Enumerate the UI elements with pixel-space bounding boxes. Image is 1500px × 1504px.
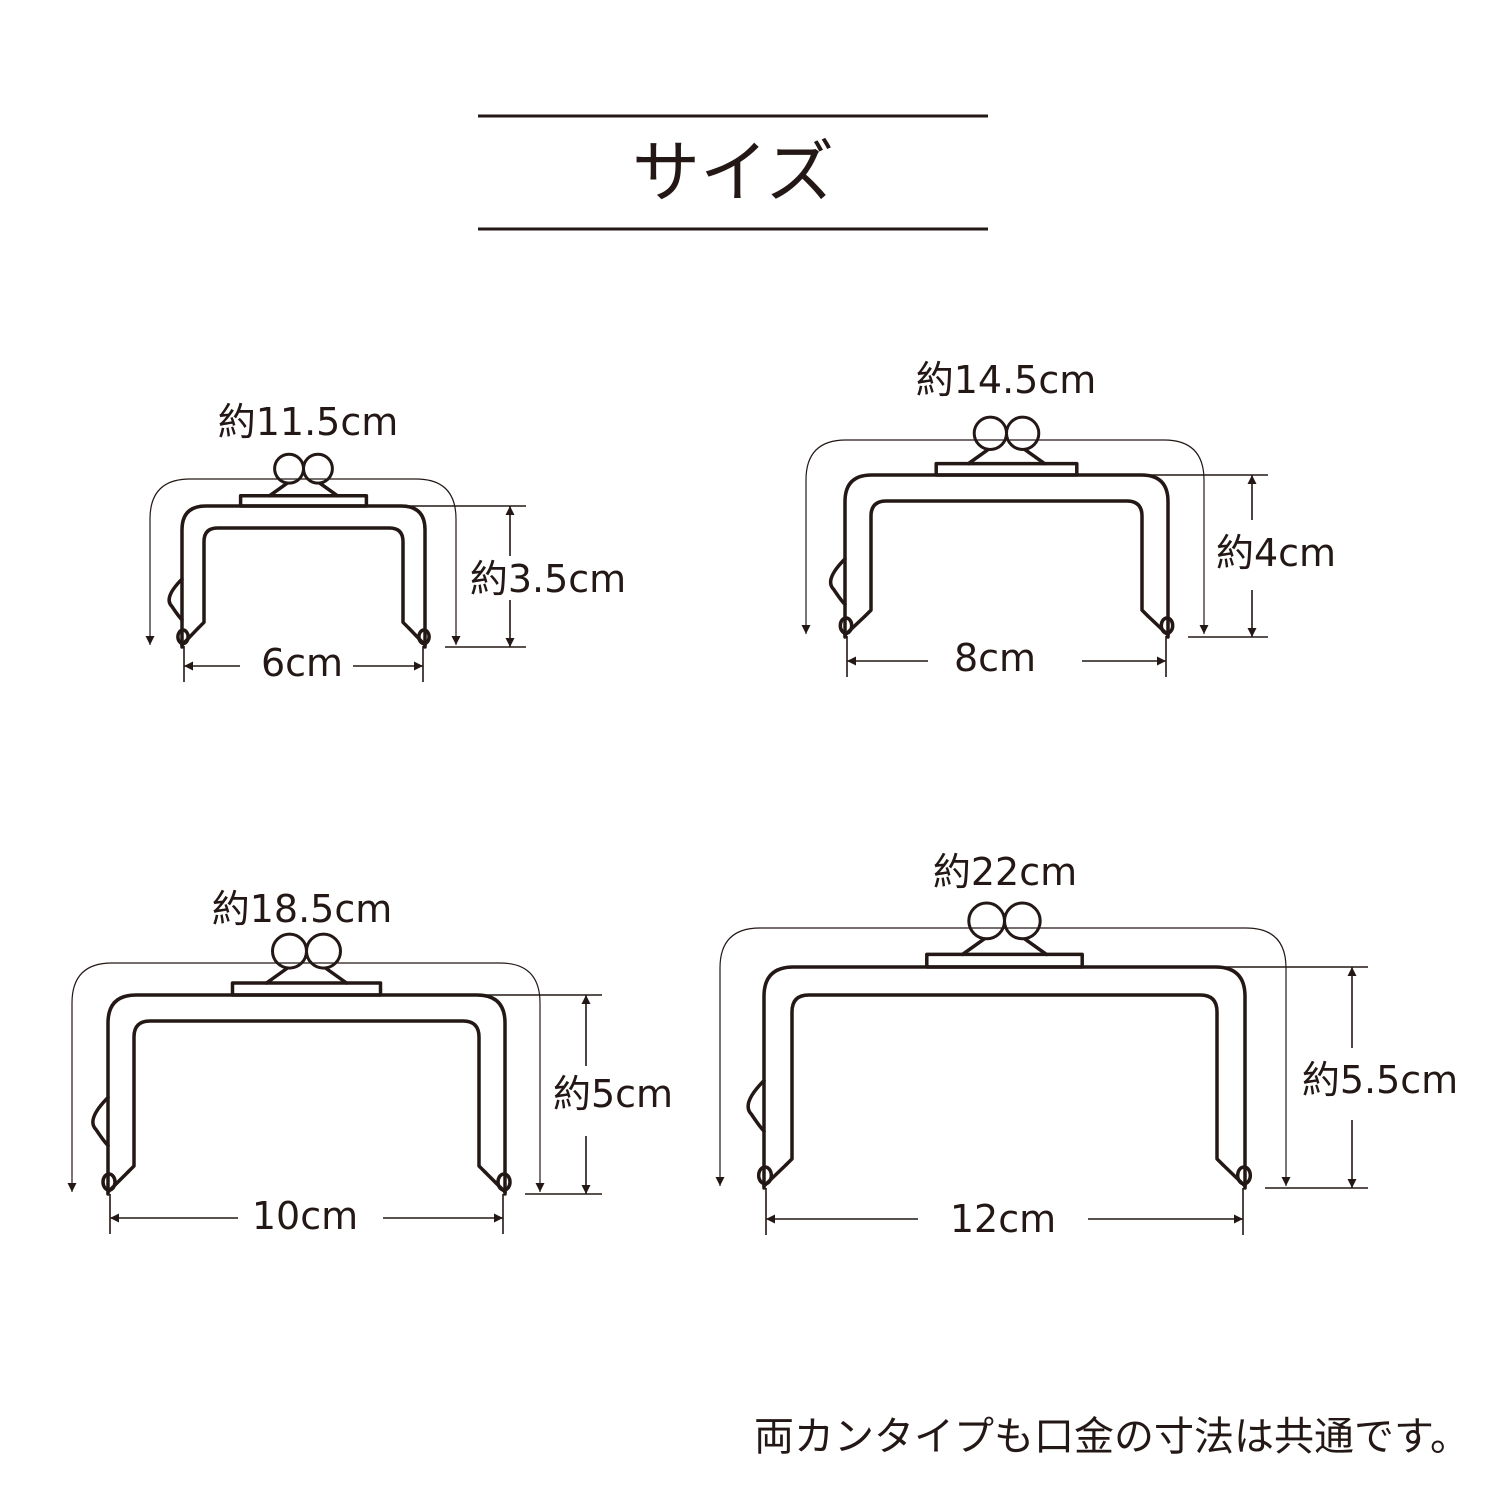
page-title: サイズ xyxy=(632,134,834,213)
frame-diagram-11-5cm xyxy=(145,452,526,682)
frame-diagram-14-5cm xyxy=(801,415,1268,677)
frame-diagram-22cm xyxy=(715,901,1368,1235)
side-loop xyxy=(167,577,184,622)
outer-size-label: 約11.5cm xyxy=(218,400,399,444)
outer-size-label: 約14.5cm xyxy=(916,358,1097,402)
opening-label: 6cm xyxy=(261,641,343,685)
opening-label: 10cm xyxy=(252,1194,358,1238)
height-label: 約4cm xyxy=(1216,531,1336,575)
frame-inner-outline xyxy=(784,993,1225,1167)
outer-size-dimension-line xyxy=(145,478,461,645)
frame-diagram-18-5cm xyxy=(67,932,602,1234)
clasp-ball-left xyxy=(967,901,1007,941)
outer-size-dimension-line xyxy=(715,927,1291,1186)
clasp-plate xyxy=(934,461,1079,477)
side-loop xyxy=(91,1095,110,1148)
clasp-plate xyxy=(230,981,383,997)
clasp-plate xyxy=(925,952,1084,969)
opening-label: 8cm xyxy=(954,636,1036,680)
clasp-ball-right xyxy=(1005,415,1041,451)
side-loop xyxy=(829,557,847,607)
clasp-plate xyxy=(238,494,369,508)
frame-inner-outline xyxy=(196,526,411,631)
outer-size-dimension-line xyxy=(801,439,1209,634)
outer-size-dimension-line xyxy=(67,962,545,1192)
footer-note: 両カンタイプも口金の寸法は共通です。 xyxy=(754,1414,1470,1460)
outer-size-label: 約22cm xyxy=(933,850,1077,894)
frame-inner-outline xyxy=(863,499,1150,618)
frame-outer-outline xyxy=(106,993,507,1196)
height-label: 約5cm xyxy=(553,1072,673,1116)
side-loop xyxy=(746,1078,766,1133)
frame-inner-outline xyxy=(126,1019,487,1174)
clasp-ball-right xyxy=(305,932,342,970)
clasp-ball-right xyxy=(1003,901,1042,941)
height-label: 約3.5cm xyxy=(470,557,626,601)
clasp-ball-right xyxy=(302,452,334,485)
outer-size-label: 約18.5cm xyxy=(212,887,393,931)
frame-outer-outline xyxy=(762,965,1247,1190)
clasp-ball-left xyxy=(972,415,1008,451)
opening-label: 12cm xyxy=(950,1197,1056,1241)
height-label: 約5.5cm xyxy=(1302,1058,1458,1102)
